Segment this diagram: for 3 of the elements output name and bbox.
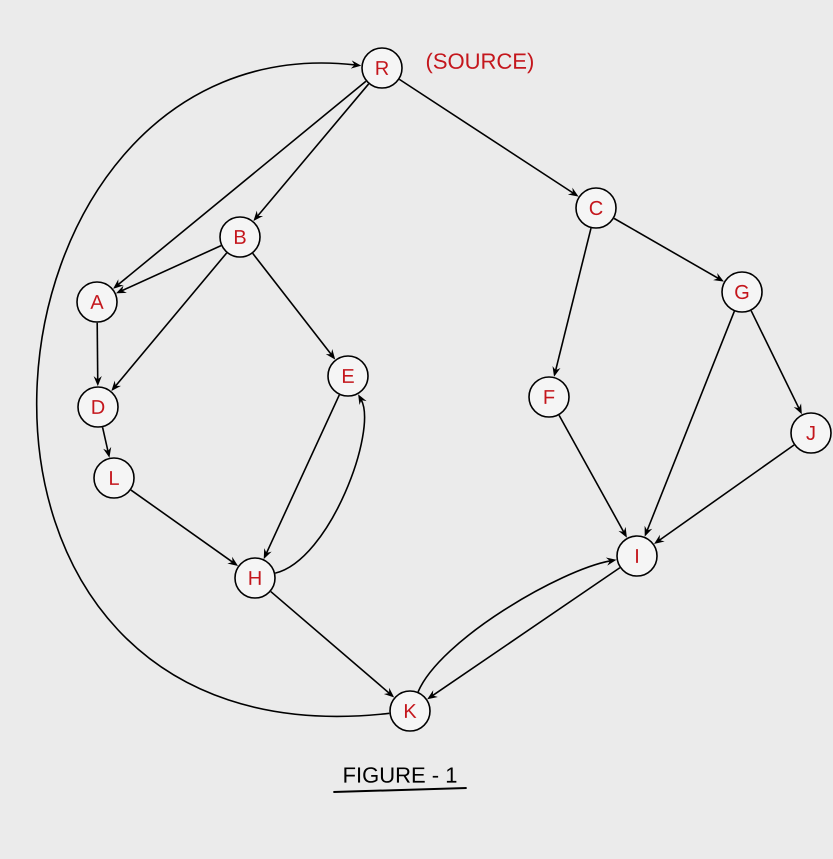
node-note: (SOURCE) <box>426 52 533 74</box>
figure-caption: FIGURE - 1 <box>333 767 467 793</box>
arrow <box>36 60 390 714</box>
